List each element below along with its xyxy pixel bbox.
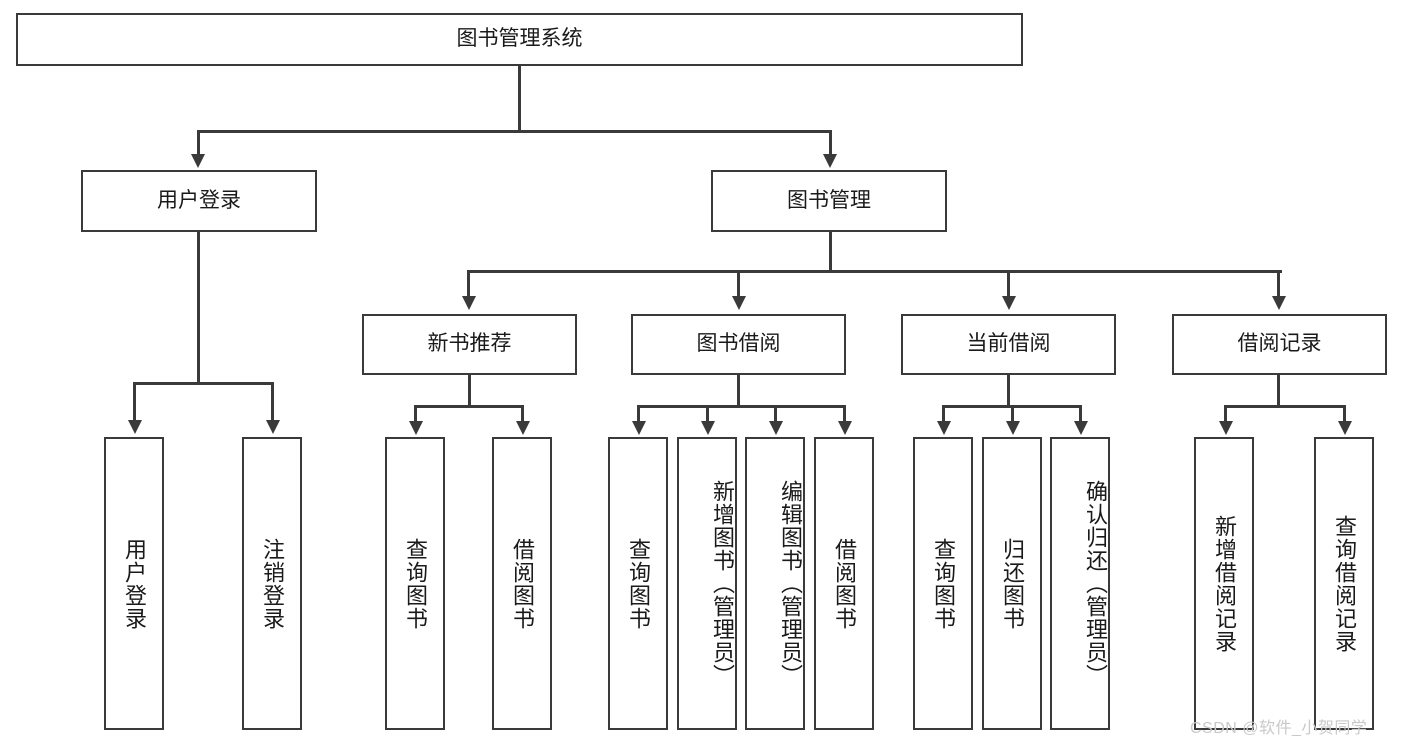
leaf-label: 用户登录 xyxy=(121,537,147,630)
node-label: 用户登录 xyxy=(157,188,241,212)
node-label: 当前借阅 xyxy=(966,332,1051,356)
leaf-label: 注销登录 xyxy=(259,537,285,630)
arrow-to-br-leaf-1 xyxy=(1219,421,1233,435)
node-label: 图书管理 xyxy=(787,188,871,212)
node-root-system[interactable]: 图书管理系统 xyxy=(16,13,1023,66)
edge-current-borrow-stem xyxy=(1007,375,1010,407)
leaf-label: 借阅图书 xyxy=(509,537,535,630)
edge-drop-br-leaf-1 xyxy=(1224,405,1227,423)
leaf-add-book-admin[interactable]: 新增图书（管理员） xyxy=(677,437,737,730)
edge-book-borrow-stem xyxy=(737,375,740,407)
arrow-to-book-borrow xyxy=(732,296,746,310)
arrow-to-new-book xyxy=(462,296,476,310)
node-label: 借阅记录 xyxy=(1237,332,1322,356)
arrow-to-cb-leaf-1 xyxy=(937,421,951,435)
leaf-label: 借阅图书 xyxy=(831,537,857,630)
leaf-borrow-book-nb[interactable]: 借阅图书 xyxy=(492,437,552,730)
leaf-label: 查询图书 xyxy=(930,537,956,630)
arrow-to-bb-leaf-2 xyxy=(701,421,715,435)
edge-borrow-record-bus xyxy=(1224,405,1345,408)
arrow-to-bb-leaf-1 xyxy=(632,421,646,435)
arrow-to-nb-leaf-2 xyxy=(516,421,530,435)
node-current-borrow[interactable]: 当前借阅 xyxy=(901,314,1116,375)
edge-drop-bb-leaf-4 xyxy=(843,405,846,423)
node-label: 图书管理系统 xyxy=(456,27,583,51)
leaf-label: 新增图书（管理员） xyxy=(710,480,735,687)
arrow-to-nb-leaf-1 xyxy=(409,421,423,435)
leaf-query-book-nb[interactable]: 查询图书 xyxy=(385,437,445,730)
arrow-to-book-manage xyxy=(823,154,837,168)
edge-drop-user-login xyxy=(197,130,200,156)
arrow-to-cb-leaf-2 xyxy=(1006,421,1020,435)
leaf-label: 查询图书 xyxy=(402,537,428,630)
edge-root-bus xyxy=(197,130,831,133)
arrow-to-bb-leaf-4 xyxy=(838,421,852,435)
leaf-return-book[interactable]: 归还图书 xyxy=(982,437,1042,730)
leaf-query-borrow-record[interactable]: 查询借阅记录 xyxy=(1314,437,1374,730)
edge-drop-leaf-logout xyxy=(271,382,274,422)
leaf-label: 查询借阅记录 xyxy=(1331,514,1357,653)
edge-drop-book-borrow xyxy=(737,270,740,298)
edge-drop-nb-leaf-1 xyxy=(414,405,417,423)
edge-drop-borrow-record xyxy=(1277,270,1280,298)
arrow-to-bb-leaf-3 xyxy=(769,421,783,435)
leaf-label: 编辑图书（管理员） xyxy=(778,480,803,687)
leaf-user-login[interactable]: 用户登录 xyxy=(104,437,164,730)
edge-book-borrow-bus xyxy=(637,405,845,408)
edge-user-login-stem xyxy=(197,232,200,384)
edge-root-stem xyxy=(518,66,521,132)
leaf-label: 确认归还（管理员） xyxy=(1083,480,1108,687)
leaf-add-borrow-record[interactable]: 新增借阅记录 xyxy=(1194,437,1254,730)
csdn-watermark: CSDN @软件_小贺同学 xyxy=(1190,720,1368,737)
leaf-label: 查询图书 xyxy=(625,537,651,630)
edge-drop-leaf-user-login xyxy=(133,382,136,422)
edge-level3-bus xyxy=(467,270,1282,273)
arrow-to-user-login xyxy=(191,154,205,168)
node-user-login[interactable]: 用户登录 xyxy=(81,170,317,232)
edge-drop-bb-leaf-3 xyxy=(774,405,777,423)
edge-drop-nb-leaf-2 xyxy=(521,405,524,423)
edge-drop-br-leaf-2 xyxy=(1343,405,1346,423)
leaf-logout[interactable]: 注销登录 xyxy=(242,437,302,730)
node-new-book-recommend[interactable]: 新书推荐 xyxy=(362,314,577,375)
arrow-to-leaf-user-login xyxy=(128,420,142,434)
leaf-borrow-book-bb[interactable]: 借阅图书 xyxy=(814,437,874,730)
edge-borrow-record-stem xyxy=(1277,375,1280,407)
arrow-to-current-borrow xyxy=(1002,296,1016,310)
arrow-to-borrow-record xyxy=(1272,296,1286,310)
edge-drop-cb-leaf-1 xyxy=(942,405,945,423)
leaf-label: 归还图书 xyxy=(999,537,1025,630)
leaf-label: 新增借阅记录 xyxy=(1211,514,1237,653)
edge-book-manage-stem xyxy=(829,232,832,272)
leaf-query-book-bb[interactable]: 查询图书 xyxy=(608,437,668,730)
node-borrow-record[interactable]: 借阅记录 xyxy=(1172,314,1387,375)
edge-drop-book-manage xyxy=(829,130,832,156)
leaf-query-book-cb[interactable]: 查询图书 xyxy=(913,437,973,730)
edge-new-book-stem xyxy=(468,375,471,407)
node-label: 图书借阅 xyxy=(696,332,781,356)
node-label: 新书推荐 xyxy=(427,332,512,356)
edge-drop-cb-leaf-2 xyxy=(1011,405,1014,423)
edge-drop-current-borrow xyxy=(1007,270,1010,298)
edge-user-login-bus xyxy=(133,382,272,385)
node-book-manage[interactable]: 图书管理 xyxy=(711,170,947,232)
edge-drop-new-book xyxy=(467,270,470,298)
edge-new-book-bus xyxy=(414,405,524,408)
arrow-to-br-leaf-2 xyxy=(1338,421,1352,435)
leaf-confirm-return-admin[interactable]: 确认归还（管理员） xyxy=(1050,437,1110,730)
arrow-to-cb-leaf-3 xyxy=(1074,421,1088,435)
edge-drop-bb-leaf-2 xyxy=(706,405,709,423)
edge-drop-bb-leaf-1 xyxy=(637,405,640,423)
node-book-borrow[interactable]: 图书借阅 xyxy=(631,314,846,375)
edge-drop-cb-leaf-3 xyxy=(1079,405,1082,423)
arrow-to-leaf-logout xyxy=(266,420,280,434)
leaf-edit-book-admin[interactable]: 编辑图书（管理员） xyxy=(745,437,805,730)
